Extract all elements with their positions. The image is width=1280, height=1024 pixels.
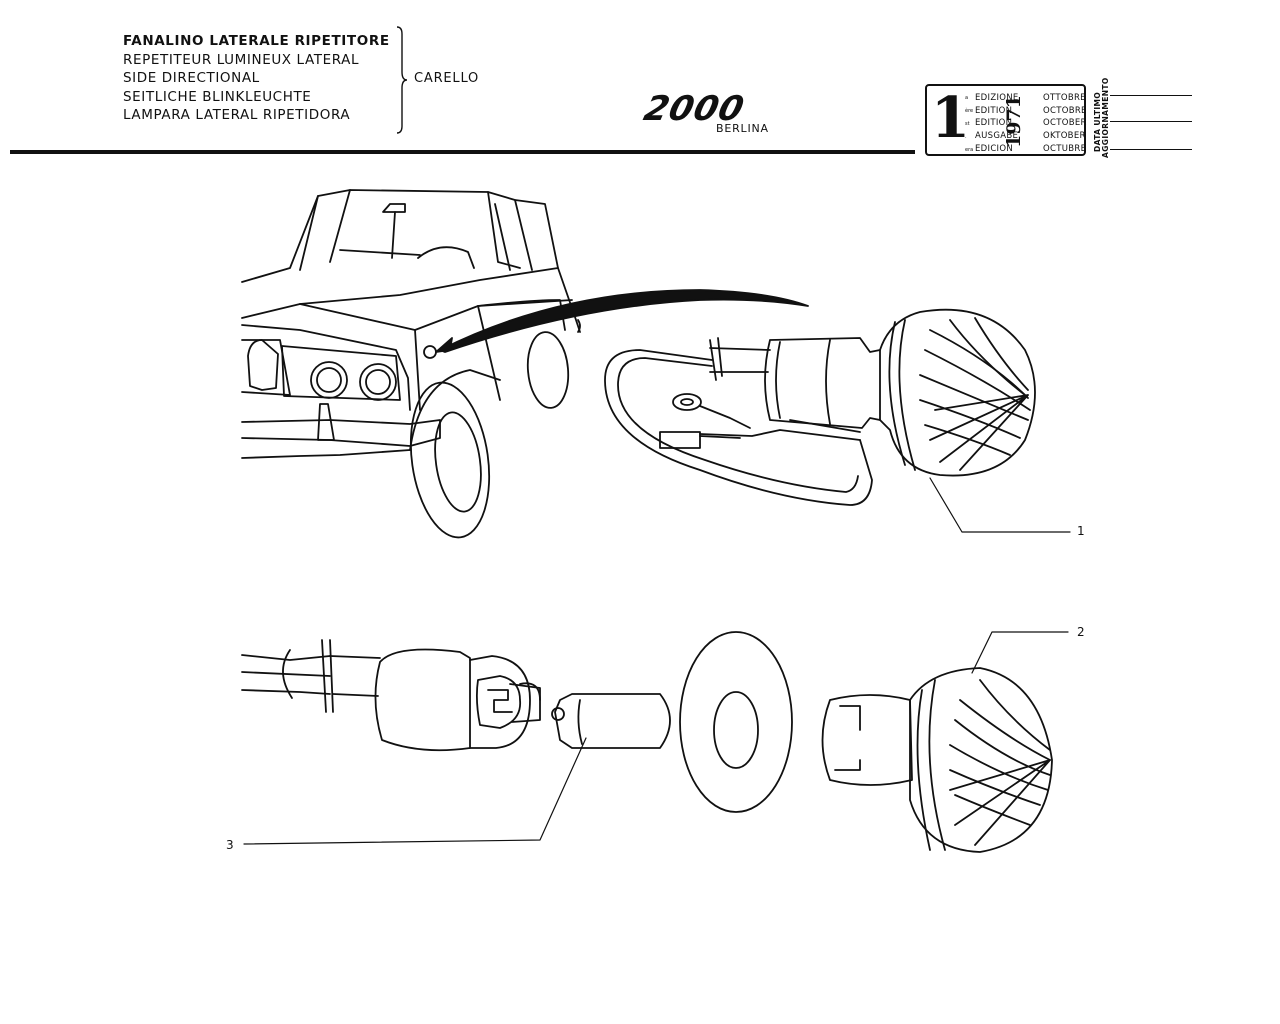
edition-suffixes: a ère st . era — [965, 92, 973, 157]
header-rule — [10, 150, 915, 154]
callout-1: 1 — [1077, 524, 1085, 538]
month-en: OCTOBER — [1043, 118, 1087, 129]
month-es: OCTUBRE — [1043, 143, 1087, 154]
edition-label-fr: EDITION — [975, 105, 1013, 116]
title-german: SEITLICHE BLINKLEUCHTE — [123, 88, 312, 105]
leader-line-1 — [929, 477, 1071, 533]
suffix-de: . — [965, 134, 967, 140]
month-fr: OCTOBRE — [1043, 105, 1087, 116]
exploded-view — [241, 631, 1053, 853]
brace-icon — [396, 26, 408, 134]
suffix-es: era — [965, 147, 974, 153]
suffix-fr: ère — [965, 108, 974, 114]
edition-label-de: AUSGABE — [975, 131, 1019, 142]
title-spanish: LAMPARA LATERAL RIPETIDORA — [123, 107, 351, 123]
location-arrow — [439, 289, 809, 353]
car-illustration — [241, 189, 581, 539]
month-de: OKTOBER — [1043, 131, 1086, 142]
month-it: OTTOBRE — [1043, 93, 1086, 103]
callout-2: 2 — [1077, 625, 1085, 639]
title-italian: FANALINO LATERALE RIPETITORE — [123, 33, 390, 49]
assembled-repeater — [604, 308, 1036, 506]
edition-stamp: 1 a ère st . era EDIZIONE EDITION EDITIO… — [925, 84, 1086, 156]
leader-line-3 — [243, 737, 587, 845]
edition-number: 1 — [931, 85, 970, 151]
part-title-block: FANALINO LATERALE RIPETITORE REPETITEUR … — [123, 32, 390, 125]
edition-months: OTTOBRE OCTOBRE OCTOBER OKTOBER OCTUBRE — [1043, 92, 1087, 156]
suffix-it: a — [965, 95, 969, 101]
update-date-line-3 — [1110, 149, 1192, 150]
suffix-en: st — [965, 121, 970, 127]
edition-label-es: EDICION — [975, 143, 1014, 154]
model-variant: BERLINA — [716, 122, 769, 135]
title-french: REPETITEUR LUMINEUX LATERAL — [123, 51, 360, 68]
callout-3: 3 — [226, 838, 234, 852]
title-english: SIDE DIRECTIONAL — [123, 70, 260, 86]
update-date-line-2 — [1110, 121, 1192, 122]
supplier-name: CARELLO — [414, 71, 480, 86]
edition-label-en: EDITION — [975, 118, 1013, 129]
leader-line-2 — [971, 631, 1069, 674]
update-date-line-1 — [1110, 95, 1192, 96]
edition-labels: EDIZIONE EDITION EDITION AUSGABE EDICION — [975, 92, 1019, 156]
edition-label-it: EDIZIONE — [975, 93, 1019, 103]
